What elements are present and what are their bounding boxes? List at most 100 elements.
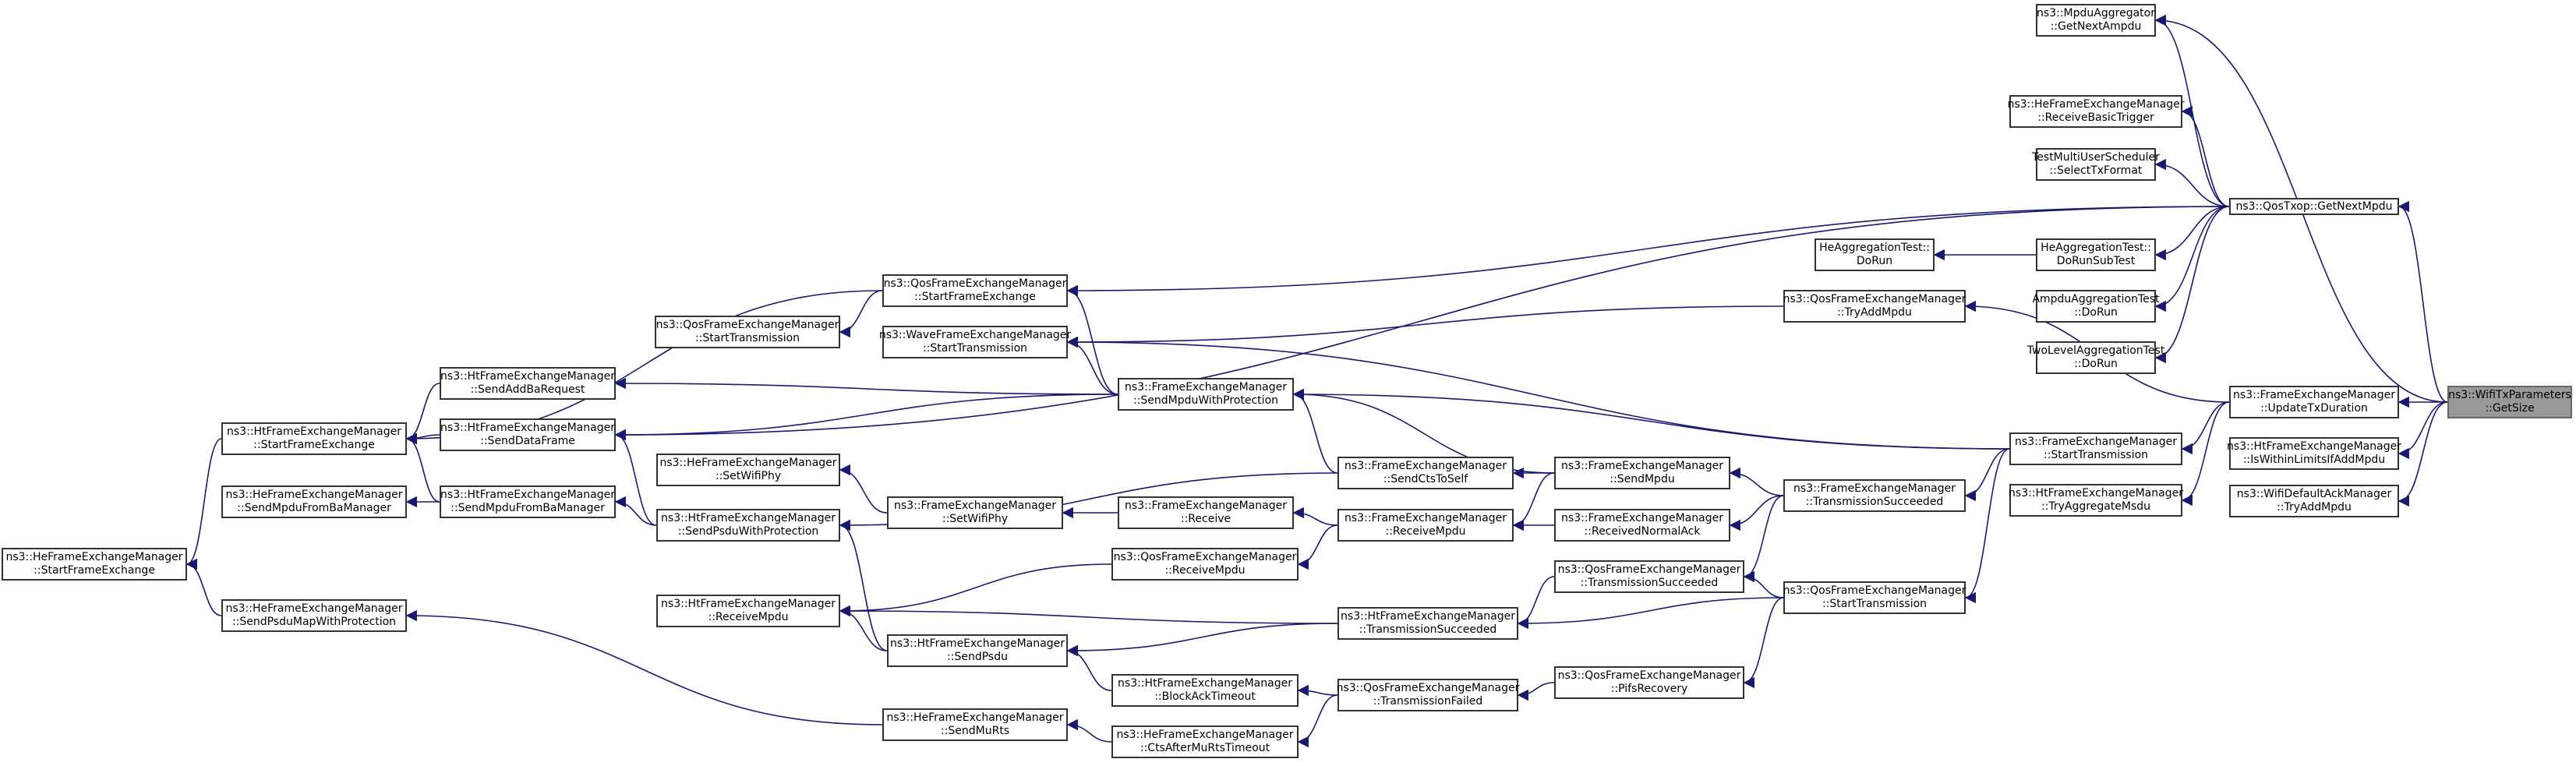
node-fem-rcv[interactable]: ns3::FrameExchangeManager::Receive (1118, 496, 1294, 529)
edge-htfem-tam-calls-fem-utd (2181, 401, 2230, 507)
node-heagg-dr[interactable]: HeAggregationTest::DoRun (1815, 238, 1935, 271)
node-qfem-ts[interactable]: ns3::QosFrameExchangeManager::Transmissi… (1554, 560, 1744, 593)
node-qfem-rm[interactable]: ns3::QosFrameExchangeManager::ReceiveMpd… (1111, 548, 1299, 581)
node-label-line: ::Receive (1180, 513, 1231, 525)
edge-qfem-tf-calls-qfem-pr (1517, 682, 1555, 701)
node-htfem-sp[interactable]: ns3::HtFrameExchangeManager::SendPsdu (887, 634, 1068, 667)
node-fem-scts[interactable]: ns3::FrameExchangeManager::SendCtsToSelf (1337, 457, 1514, 489)
node-htfem-tam[interactable]: ns3::HtFrameExchangeManager::TryAggregat… (2009, 484, 2183, 517)
edge-htfem-sab-calls-fem-smwp (614, 377, 1118, 395)
edge-fem-ts-calls-fem-st (1964, 448, 2010, 502)
node-label-line: ns3::HeFrameExchangeManager (659, 457, 837, 469)
node-label-line: ns3::FrameExchangeManager (894, 499, 1056, 512)
node-twolvl-dr[interactable]: TwoLevelAggregationTest::DoRun (2027, 341, 2164, 374)
node-label-line: ns3::HeFrameExchangeManager (225, 489, 403, 501)
node-label-line: ::SendPsduMapWithProtection (231, 616, 397, 628)
edge-htfem-sdf-calls-htfem-spwp (614, 429, 657, 526)
node-htfem-ts[interactable]: ns3::HtFrameExchangeManager::Transmissio… (1337, 607, 1518, 640)
edge-hefem-swp-calls-fem-swp (839, 464, 888, 514)
node-label-line: ::StartTransmission (922, 342, 1028, 355)
node-label-line: ::PifsRecovery (1610, 683, 1688, 695)
edge-qfem-sfe-calls-qos-getnext (1066, 206, 2230, 297)
node-label-line: ns3::HtFrameExchangeManager (890, 637, 1065, 650)
edge-htfem-ts-calls-qfem-st2 (1517, 597, 1784, 630)
edge-hefem-cam-calls-qfem-tf (1297, 694, 1338, 748)
node-htfem-sdf[interactable]: ns3::HtFrameExchangeManager::SendDataFra… (440, 418, 616, 451)
node-htfem-rm[interactable]: ns3::HtFrameExchangeManager::ReceiveMpdu (656, 595, 840, 627)
node-label-line: ::ReceiveMpdu (1164, 564, 1246, 577)
node-ampdu-dr[interactable]: AmpduAggregationTest::DoRun (2032, 290, 2160, 323)
node-he-rbt[interactable]: ns3::HeFrameExchangeManager::ReceiveBasi… (2007, 95, 2185, 128)
node-label-line: ns3::QosFrameExchangeManager (655, 319, 839, 331)
node-label-line: ns3::HeFrameExchangeManager (1116, 729, 1294, 741)
edge-htfem-sp-calls-htfem-ts (1066, 623, 1338, 657)
node-wfem-st[interactable]: ns3::WaveFrameExchangeManager::StartTran… (879, 326, 1071, 358)
node-qfem-tf[interactable]: ns3::QosFrameExchangeManager::Transmissi… (1337, 679, 1519, 711)
node-label-line: ::SendCtsToSelf (1383, 473, 1468, 485)
edge-htfem-rm-calls-htfem-ts (839, 605, 1338, 624)
node-hefem-spmwp[interactable]: ns3::HeFrameExchangeManager::SendPsduMap… (221, 599, 407, 632)
node-qfem-sfe[interactable]: ns3::QosFrameExchangeManager::StartFrame… (882, 274, 1068, 307)
node-htfem-smfb[interactable]: ns3::HtFrameExchangeManager::SendMpduFro… (440, 485, 616, 518)
node-label-line: ns3::QosFrameExchangeManager (1783, 584, 1966, 597)
node-label-line: ::StartFrameExchange (914, 291, 1036, 303)
edge-htfem-rm-calls-htfem-sp (839, 605, 888, 651)
edge-mpdu-agg-calls-qos-getnext (2154, 14, 2230, 207)
node-hefem-swp[interactable]: ns3::HeFrameExchangeManager::SetWifiPhy (656, 454, 840, 486)
node-htfem-sab[interactable]: ns3::HtFrameExchangeManager::SendAddBaRe… (440, 367, 616, 400)
node-test-mus[interactable]: TestMultiUserScheduler::SelectTxFormat (2032, 148, 2160, 181)
node-htfem-bat[interactable]: ns3::HtFrameExchangeManager::BlockAckTim… (1111, 674, 1299, 707)
node-qfem-strans[interactable]: ns3::QosFrameExchangeManager::StartTrans… (655, 316, 840, 348)
node-qfem-tam[interactable]: ns3::QosFrameExchangeManager::TryAddMpdu (1783, 290, 1966, 323)
node-label-line: ::TryAddMpdu (2277, 501, 2352, 514)
node-label-line: DoRunSubTest (2056, 255, 2136, 267)
node-mpdu-agg[interactable]: ns3::MpduAggregator::GetNextAmpdu (2036, 4, 2156, 37)
node-fem-ts[interactable]: ns3::FrameExchangeManager::TransmissionS… (1783, 479, 1966, 512)
node-fem-smwp[interactable]: ns3::FrameExchangeManager::SendMpduWithP… (1118, 378, 1294, 411)
node-htfem-sfe[interactable]: ns3::HtFrameExchangeManager::StartFrameE… (221, 422, 407, 455)
node-label-line: ns3::QosFrameExchangeManager (1557, 563, 1741, 576)
node-label-line: ::TryAggregateMsdu (2041, 500, 2151, 513)
node-label-line: ns3::QosTxop::GetNextMpdu (2235, 199, 2393, 213)
node-fem-st[interactable]: ns3::FrameExchangeManager::StartTransmis… (2009, 432, 2182, 465)
edge-heagg-drs-calls-qos-getnext (2154, 206, 2230, 261)
node-htfem-spwp[interactable]: ns3::HtFrameExchangeManager::SendPsduWit… (656, 509, 840, 542)
edge-qfem-st2-calls-fem-st (1964, 448, 2010, 604)
node-label-line: ns3::HtFrameExchangeManager (440, 370, 615, 383)
node-label-line: ::TransmissionFailed (1373, 695, 1483, 708)
node-htfem-iwl[interactable]: ns3::HtFrameExchangeManager::IsWithinLim… (2227, 437, 2401, 470)
node-hefem-smfb[interactable]: ns3::HeFrameExchangeManager::SendMpduFro… (221, 485, 407, 518)
node-label-line: ::DoRun (2074, 358, 2118, 370)
node-qos-getnext[interactable]: ns3::QosTxop::GetNextMpdu (2229, 198, 2399, 215)
node-fem-rna[interactable]: ns3::FrameExchangeManager::ReceivedNorma… (1554, 509, 1730, 542)
node-heagg-drs[interactable]: HeAggregationTest::DoRunSubTest (2036, 238, 2156, 271)
node-fem-swp[interactable]: ns3::FrameExchangeManager::SetWifiPhy (887, 496, 1063, 529)
edge-qos-getnext-calls-root (2398, 200, 2448, 403)
node-qfem-pr[interactable]: ns3::QosFrameExchangeManager::PifsRecove… (1554, 666, 1744, 699)
node-label-line: ::UpdateTxDuration (2260, 402, 2368, 415)
edge-twolvl-dr-calls-qos-getnext (2154, 206, 2230, 364)
edge-qfem-rm-calls-fem-rm (1297, 524, 1338, 570)
node-hefem-smr[interactable]: ns3::HeFrameExchangeManager::SendMuRts (882, 708, 1068, 741)
edge-fem-rcv-calls-fem-rm (1292, 507, 1338, 526)
edge-qfem-strans-calls-qfem-sfe (839, 290, 883, 338)
node-label-line: ns3::HtFrameExchangeManager (661, 598, 836, 610)
node-fem-utd[interactable]: ns3::FrameExchangeManager::UpdateTxDurat… (2229, 386, 2399, 418)
edge-qfem-ts-calls-qfem-st2 (1743, 570, 1784, 598)
edge-wfem-st-calls-fem-smwp (1066, 336, 1118, 395)
node-label-line: ns3::MpduAggregator (2037, 7, 2155, 19)
node-wdam-tam[interactable]: ns3::WifiDefaultAckManager::TryAddMpdu (2229, 485, 2399, 517)
node-label-line: ::ReceiveBasicTrigger (2037, 111, 2154, 124)
node-qfem-st2[interactable]: ns3::QosFrameExchangeManager::StartTrans… (1783, 581, 1966, 614)
node-label-line: ns3::HtFrameExchangeManager (2227, 440, 2401, 453)
edge-hefem-smr-calls-hefem-cam (1066, 718, 1112, 743)
node-label-line: ::TransmissionSucceeded (1805, 496, 1944, 508)
node-fem-sm[interactable]: ns3::FrameExchangeManager::SendMpdu (1554, 457, 1730, 489)
node-label-line: ns3::FrameExchangeManager (2015, 436, 2177, 448)
node-fem-rm[interactable]: ns3::FrameExchangeManager::ReceiveMpdu (1337, 509, 1514, 542)
node-label-line: ns3::QosFrameExchangeManager (883, 277, 1067, 290)
node-root: ns3::WifiTxParameters::GetSize (2447, 386, 2572, 418)
node-hefem-sfe[interactable]: ns3::HeFrameExchangeManager::StartFrameE… (2, 548, 187, 581)
node-hefem-cam[interactable]: ns3::HeFrameExchangeManager::CtsAfterMuR… (1111, 725, 1299, 758)
node-label-line: ns3::HtFrameExchangeManager (440, 489, 615, 501)
